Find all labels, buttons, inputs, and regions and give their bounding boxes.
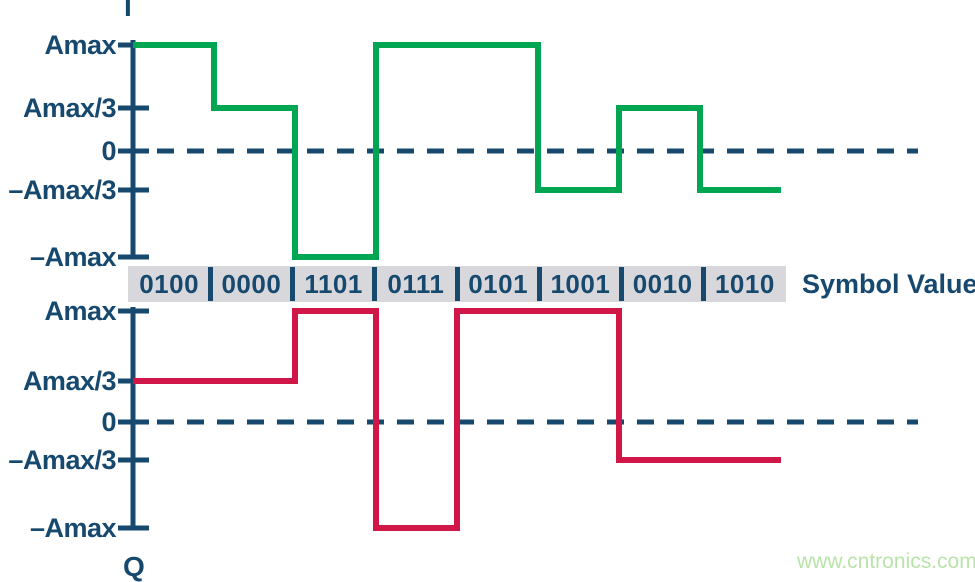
symbol-cell: 0010 [618, 266, 704, 302]
i-axis-label: I [124, 0, 132, 22]
q-axis-label: Q [123, 551, 145, 582]
symbol-cell: 0111 [372, 266, 457, 302]
y-tick-label: Amax/3 [22, 93, 117, 123]
symbol-cell: 0100 [139, 268, 200, 299]
symbol-cell: 0101 [454, 266, 539, 302]
waveform-q [133, 308, 781, 531]
y-tick-label: Amax/3 [22, 366, 117, 396]
symbol-cell: 1001 [536, 266, 621, 302]
y-tick-label: 0 [101, 136, 116, 166]
y-tick-label: –Amax [29, 513, 117, 543]
y-tick-label: Amax [44, 296, 116, 326]
symbol-cell: 1010 [701, 266, 786, 302]
y-tick-label: –Amax/3 [8, 445, 116, 475]
y-tick-label: –Amax [29, 242, 117, 272]
symbol-cell: 1101 [289, 266, 375, 302]
symbol-cell: 0000 [207, 266, 292, 302]
watermark: www.cntronics.com [797, 550, 975, 573]
y-tick-label: 0 [101, 407, 116, 437]
y-tick-label: Amax [44, 30, 116, 60]
waveform-i [133, 42, 781, 260]
y-tick-label: –Amax/3 [8, 175, 116, 205]
symbol-values-label: Symbol Values [802, 268, 975, 299]
